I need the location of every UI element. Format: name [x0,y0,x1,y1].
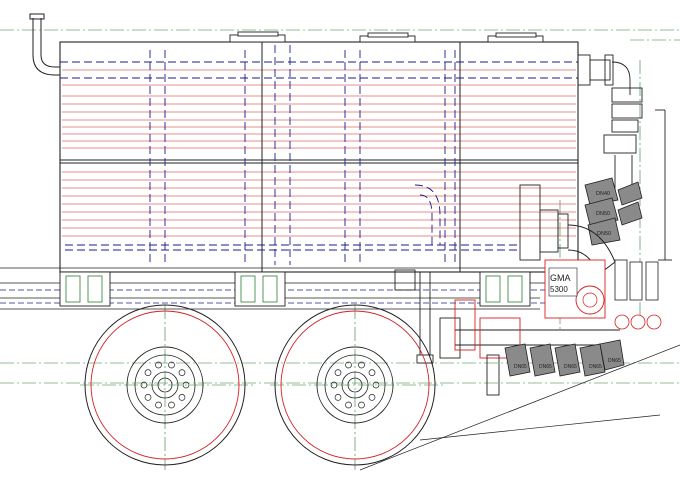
tank-body [59,41,579,273]
centerlines [0,29,680,470]
tank-horizontal-lines [62,69,576,237]
pump-size-label: 5300 [550,285,568,294]
wheel-rear-left [84,304,246,466]
outlet-label-2: DN65 [539,364,552,370]
drain-pipe [394,269,476,364]
manhole-covers [229,31,544,43]
valve-wedges [584,177,643,246]
valve-label-dn50-a: DN50 [596,211,610,217]
ground-slope-lines [359,344,680,471]
vent-pipe [29,13,60,76]
tank-support-details [65,275,523,303]
outlet-label-4: DN65 [589,364,602,370]
tank-compartment-dividers [60,42,578,272]
pump-unit [544,259,606,319]
outlet-label-1: DN65 [514,364,527,370]
lower-manifold [439,317,620,396]
valve-label-dn50-b: DN50 [597,231,611,237]
tank-supports [59,271,531,307]
side-valves [614,259,662,330]
outlet-label-5: DN65 [608,358,621,364]
tank-hidden-lines [60,45,578,265]
outlet-label-3: DN65 [564,364,577,370]
wheel-rear-right [274,304,436,466]
front-piping [519,54,672,261]
pump-model-label: GMA [550,273,571,283]
valve-label-dn40: DN40 [596,191,610,197]
outlet-valves [504,339,625,377]
